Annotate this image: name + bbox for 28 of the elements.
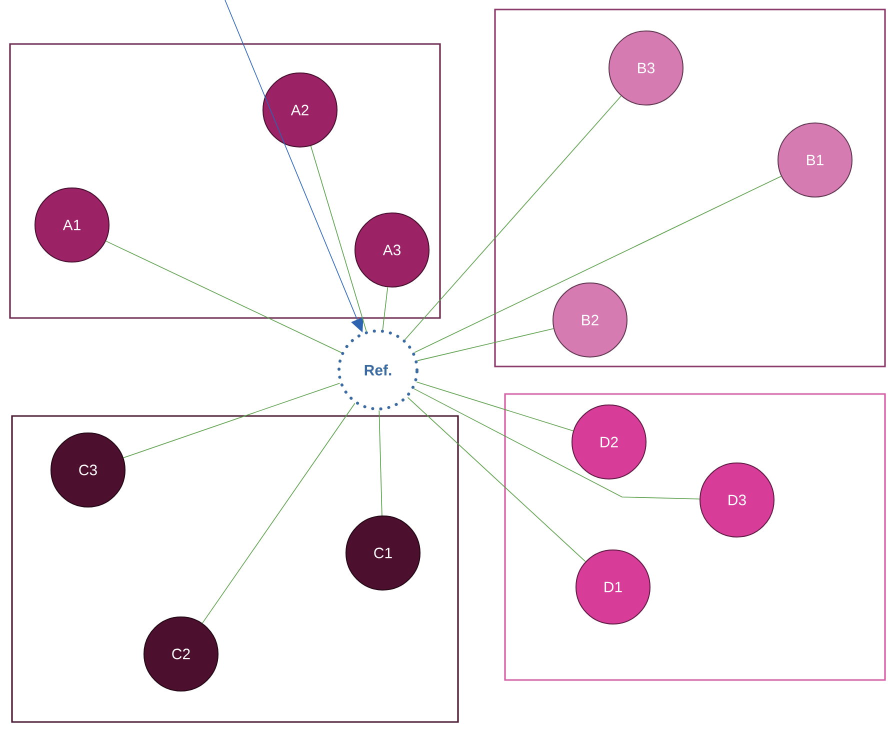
group-box [11,415,459,723]
circle-node: A2 [262,72,338,148]
circle-node: A1 [34,188,110,262]
connector-line [417,328,554,362]
connector-line [378,410,382,516]
circle-node: B3 [608,30,684,106]
circle-node: D3 [700,462,774,538]
connector-line [414,388,700,500]
group-box [504,393,886,681]
connector-line [382,286,388,330]
connector-line [404,96,622,340]
group-box [9,43,441,319]
connector-line [106,240,342,354]
circle-node: B2 [552,282,628,358]
circle-node: A3 [354,212,430,288]
circle-node: C2 [144,616,218,692]
connector-line [407,397,586,562]
circle-node: C3 [50,432,126,508]
circle-node: B1 [778,122,852,198]
connector-line [414,176,782,353]
connector-line [123,382,340,458]
circle-node: D2 [572,404,646,480]
circle-node: C1 [346,516,420,590]
connector-line [310,146,367,332]
connector-line [202,402,356,624]
group-box [494,8,886,368]
connector-line [416,382,574,432]
circle-node: D1 [576,550,650,624]
